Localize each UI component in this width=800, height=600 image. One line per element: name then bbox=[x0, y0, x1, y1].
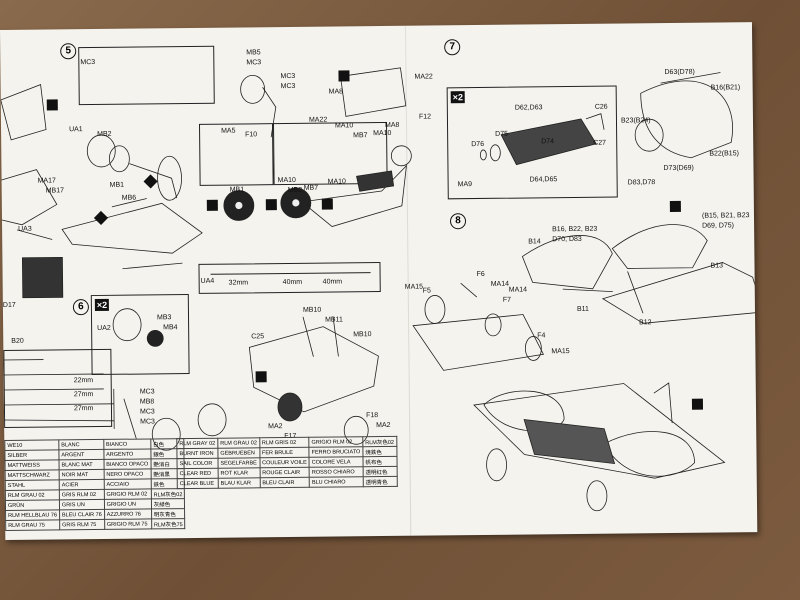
instruction-sheet: MA17 MB17 UA3 D17 B20 5 MC3 UA1 MB2 MB1 … bbox=[0, 22, 758, 540]
aircraft-completed-drawing bbox=[473, 382, 726, 512]
step5-landing-gear-drawing bbox=[61, 134, 203, 270]
undercarriage-drawing bbox=[412, 282, 545, 371]
left-partial-fuselage-drawing bbox=[0, 84, 115, 422]
nacelle-wing-drawing bbox=[521, 224, 758, 324]
wing-section-drawing bbox=[300, 67, 412, 227]
main-gear-bay-drawing bbox=[197, 316, 379, 445]
step6-wheel-drawing bbox=[112, 308, 181, 451]
paint-mark-icon bbox=[691, 398, 704, 410]
step5-wheel-parts-drawing bbox=[223, 74, 312, 221]
engine-assembly-drawing bbox=[479, 72, 733, 166]
